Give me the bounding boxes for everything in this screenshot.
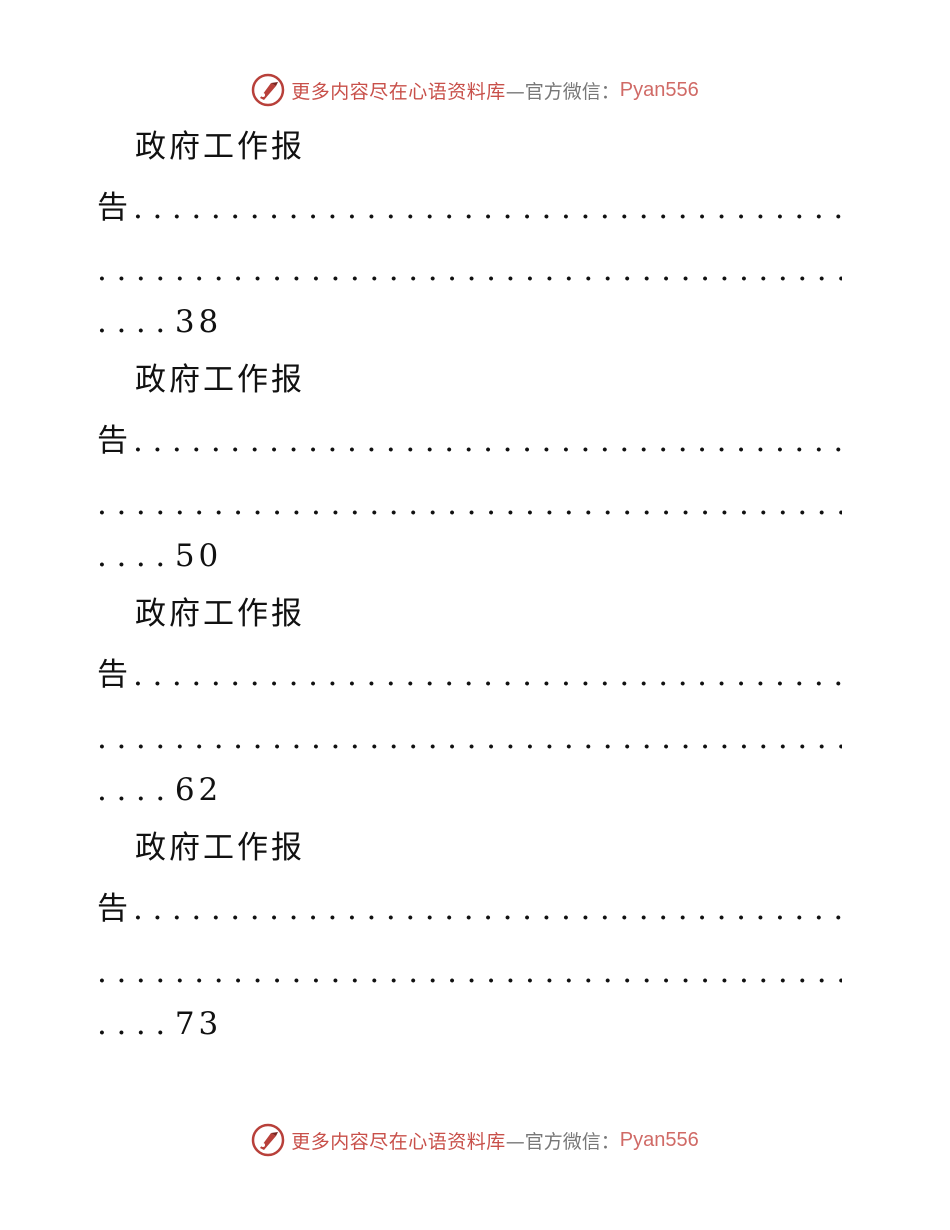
- toc-entry-title-end: 告: [97, 190, 133, 226]
- dot-leader: .......................................: [133, 891, 842, 927]
- dot-leader: .......................................: [133, 190, 842, 226]
- toc-entry-title-end: 告: [97, 423, 133, 459]
- toc-entry-page-line: ....62: [97, 770, 842, 810]
- dot-leader: ........................................: [97, 720, 842, 756]
- toc-entry-page-line: ....73: [97, 1004, 842, 1044]
- toc-page-number: 38: [174, 304, 223, 340]
- toc-entry-leader-line: ........................................: [97, 484, 842, 524]
- toc-entry-leader-line: ........................................: [97, 952, 842, 992]
- dot-leader: ........................................: [97, 252, 842, 288]
- dot-leader: .......................................: [133, 423, 842, 459]
- toc-entry-title: 政府工作报: [135, 596, 305, 632]
- dot-leader: ........................................: [97, 954, 842, 990]
- dot-leader: ....: [97, 538, 175, 574]
- toc-entry-leader-line: 告.......................................: [97, 421, 842, 461]
- toc-entry-leader-line: 告.......................................: [97, 188, 842, 228]
- quill-pen-logo-icon: [252, 73, 285, 107]
- toc-entry-leader-line: ........................................: [97, 718, 842, 758]
- toc-entry-page-line: ....50: [97, 536, 842, 576]
- toc-entry-leader-line: ........................................: [97, 250, 842, 290]
- footer-watermark: 更多内容尽在心语资料库 —官方微信： Pyan556: [0, 1120, 950, 1160]
- dot-leader: .......................................: [133, 657, 842, 693]
- toc-page-number: 50: [174, 538, 223, 574]
- toc-entry-leader-line: 告.......................................: [97, 889, 842, 929]
- toc-entry-title: 政府工作报: [135, 830, 305, 866]
- quill-pen-logo-icon: [252, 1123, 285, 1157]
- watermark-separator: —官方微信：: [505, 80, 620, 103]
- dot-leader: ....: [97, 772, 175, 808]
- toc-entry-page-line: ....38: [97, 302, 842, 342]
- toc-page-number: 62: [174, 772, 223, 808]
- toc-entry-leader-line: 告.......................................: [97, 655, 842, 695]
- watermark-account: Pyan556: [619, 1128, 699, 1151]
- toc-entry-title-end: 告: [97, 657, 133, 693]
- header-watermark: 更多内容尽在心语资料库 —官方微信： Pyan556: [0, 70, 950, 110]
- toc-entry-title: 政府工作报: [135, 362, 305, 398]
- toc-entry-title-end: 告: [97, 891, 133, 927]
- watermark-separator: —官方微信：: [505, 1130, 620, 1153]
- dot-leader: ....: [97, 1006, 175, 1042]
- watermark-text: 更多内容尽在心语资料库: [291, 1130, 506, 1153]
- dot-leader: ........................................: [97, 486, 842, 522]
- toc-entry-title: 政府工作报: [135, 129, 305, 165]
- toc-page-number: 73: [174, 1006, 223, 1042]
- dot-leader: ....: [97, 304, 175, 340]
- watermark-account: Pyan556: [619, 78, 699, 101]
- watermark-text: 更多内容尽在心语资料库: [291, 80, 506, 103]
